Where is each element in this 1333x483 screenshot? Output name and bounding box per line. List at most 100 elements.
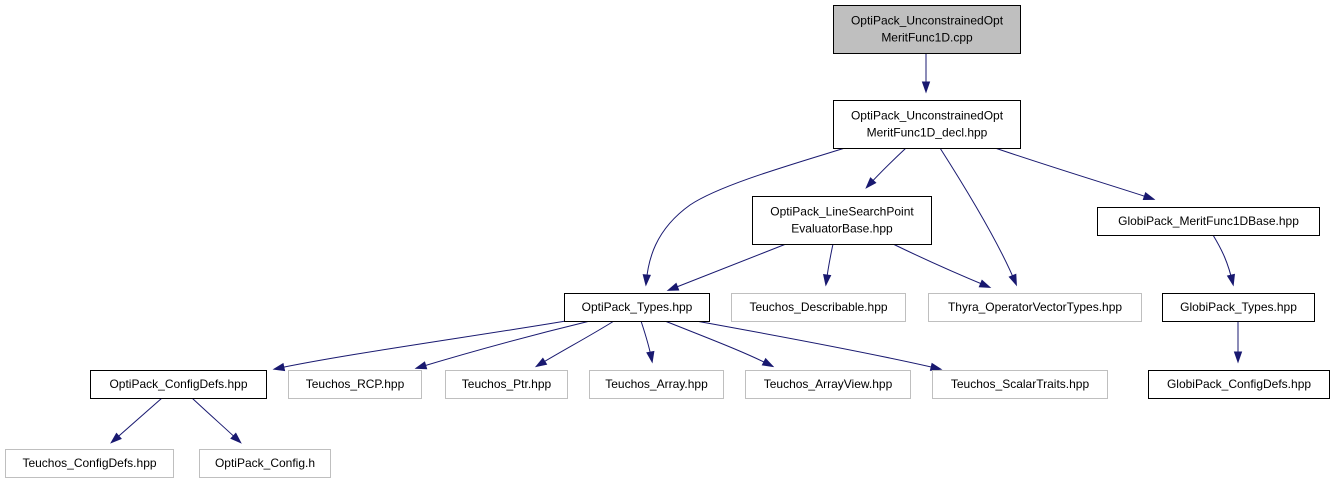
edge-optitypes-to-scalar — [695, 320, 943, 371]
arrow-head-icon — [110, 432, 122, 444]
node-ptr: Teuchos_Ptr.hpp — [445, 370, 568, 399]
node-label: Teuchos_Array.hpp — [605, 377, 708, 391]
node-label: Teuchos_RCP.hpp — [306, 377, 405, 391]
edge-line — [191, 397, 241, 443]
edge-lsp-to-thyra — [892, 243, 992, 288]
arrow-head-icon — [1008, 273, 1017, 287]
node-label: Teuchos_ArrayView.hpp — [764, 377, 893, 391]
edge-line — [994, 147, 1154, 200]
node-globiconfig[interactable]: GlobiPack_ConfigDefs.hpp — [1148, 370, 1330, 399]
node-rcp: Teuchos_RCP.hpp — [288, 370, 422, 399]
edge-line — [536, 320, 615, 367]
arrow-head-icon — [414, 361, 428, 370]
node-box — [1148, 370, 1330, 399]
node-box — [1162, 293, 1315, 322]
node-box — [199, 449, 331, 478]
node-label: Thyra_OperatorVectorTypes.hpp — [948, 300, 1122, 314]
node-label: MeritFunc1D_decl.hpp — [867, 126, 988, 140]
node-box — [288, 370, 422, 399]
arrow-head-icon — [646, 350, 655, 364]
node-arrayview: Teuchos_ArrayView.hpp — [745, 370, 911, 399]
node-label: OptiPack_UnconstrainedOpt — [851, 109, 1004, 123]
node-configh: OptiPack_Config.h — [199, 449, 331, 478]
arrow-head-icon — [230, 432, 242, 444]
arrow-head-icon — [534, 357, 548, 368]
arrow-head-icon — [921, 81, 931, 94]
node-teuchosconfig: Teuchos_ConfigDefs.hpp — [5, 449, 174, 478]
node-globimerit[interactable]: GlobiPack_MeritFunc1DBase.hpp — [1097, 207, 1320, 236]
edge-line — [892, 243, 990, 288]
edge-line — [274, 320, 567, 370]
edge-optitypes-to-opticonfig — [272, 320, 567, 372]
node-box — [445, 370, 568, 399]
arrow-head-icon — [865, 177, 877, 189]
arrow-head-icon — [761, 357, 775, 368]
node-label: GlobiPack_MeritFunc1DBase.hpp — [1118, 214, 1299, 228]
arrow-head-icon — [1142, 192, 1156, 200]
arrow-head-icon — [1226, 273, 1235, 287]
node-label: EvaluatorBase.hpp — [791, 222, 893, 236]
arrow-head-icon — [642, 274, 651, 287]
arrow-head-icon — [1233, 351, 1243, 364]
node-box — [752, 196, 932, 245]
edges-layer — [110, 53, 1243, 444]
edge-lsp-to-describable — [823, 243, 834, 287]
node-box — [564, 293, 710, 322]
node-describable: Teuchos_Describable.hpp — [731, 293, 906, 322]
node-box — [745, 370, 911, 399]
node-optitypes[interactable]: OptiPack_Types.hpp — [564, 293, 710, 322]
edge-globitypes-to-globiconfig — [1233, 321, 1243, 364]
edge-root-to-decl — [921, 53, 931, 94]
node-scalar: Teuchos_ScalarTraits.hpp — [932, 370, 1108, 399]
node-label: OptiPack_UnconstrainedOpt — [851, 14, 1004, 28]
node-box — [928, 293, 1142, 322]
node-label: OptiPack_Types.hpp — [582, 300, 693, 314]
node-box — [90, 370, 267, 399]
node-label: MeritFunc1D.cpp — [881, 31, 973, 45]
node-box — [833, 5, 1021, 54]
edge-line — [664, 320, 773, 367]
arrow-head-icon — [272, 362, 286, 372]
node-label: Teuchos_ConfigDefs.hpp — [22, 456, 156, 470]
node-opticonfig[interactable]: OptiPack_ConfigDefs.hpp — [90, 370, 267, 399]
node-array: Teuchos_Array.hpp — [589, 370, 724, 399]
node-label: OptiPack_Config.h — [215, 456, 315, 470]
edge-optitypes-to-ptr — [534, 320, 615, 368]
arrow-head-icon — [978, 279, 992, 288]
node-label: Teuchos_Describable.hpp — [749, 300, 887, 314]
edge-decl-to-optitypes — [642, 147, 846, 287]
node-label: Teuchos_Ptr.hpp — [462, 377, 552, 391]
edge-opticonfig-to-teuchosconfig — [110, 397, 163, 444]
node-box — [932, 370, 1108, 399]
node-box — [5, 449, 174, 478]
node-label: Teuchos_ScalarTraits.hpp — [951, 377, 1090, 391]
node-lsp[interactable]: OptiPack_LineSearchPointEvaluatorBase.hp… — [752, 196, 932, 245]
node-globitypes[interactable]: GlobiPack_Types.hpp — [1162, 293, 1315, 322]
edge-globimerit-to-globitypes — [1212, 234, 1235, 287]
node-decl[interactable]: OptiPack_UnconstrainedOptMeritFunc1D_dec… — [833, 100, 1021, 149]
node-label: GlobiPack_Types.hpp — [1180, 300, 1297, 314]
node-label: GlobiPack_ConfigDefs.hpp — [1167, 377, 1311, 391]
node-label: OptiPack_LineSearchPoint — [770, 205, 914, 219]
edge-line — [939, 147, 1017, 285]
node-label: OptiPack_ConfigDefs.hpp — [109, 377, 247, 391]
edge-line — [668, 243, 787, 291]
edge-line — [645, 147, 846, 285]
node-thyra: Thyra_OperatorVectorTypes.hpp — [928, 293, 1142, 322]
node-box — [731, 293, 906, 322]
edge-decl-to-lsp — [865, 147, 907, 189]
edge-decl-to-globimerit — [994, 147, 1156, 200]
nodes-layer: OptiPack_UnconstrainedOptMeritFunc1D.cpp… — [5, 5, 1330, 478]
edge-line — [416, 320, 591, 369]
node-box — [589, 370, 724, 399]
edge-line — [695, 320, 941, 370]
arrow-head-icon — [929, 362, 943, 371]
node-box — [833, 100, 1021, 149]
edge-optitypes-to-rcp — [414, 320, 591, 370]
edge-optitypes-to-arrayview — [664, 320, 775, 368]
arrow-head-icon — [823, 274, 832, 287]
node-box — [1097, 207, 1320, 236]
edge-opticonfig-to-configh — [191, 397, 242, 444]
